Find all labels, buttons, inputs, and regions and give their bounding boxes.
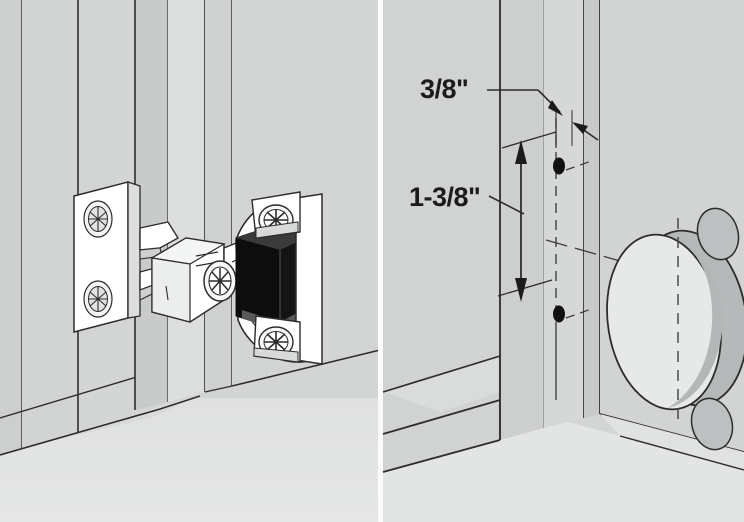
dimension-offset	[487, 89, 599, 146]
offset-arrowhead-left	[548, 100, 563, 116]
hinge-cup-side-facet	[236, 238, 280, 330]
dimension-label-spacing: 1-3/8"	[409, 182, 481, 212]
plate-screw-top	[83, 200, 113, 238]
stile-band	[544, 0, 584, 428]
adjustment-screw	[203, 260, 237, 302]
cabinet-side-panel	[0, 0, 22, 455]
door-screw-hole-top	[696, 207, 740, 261]
hinge-cup-bore	[606, 218, 744, 420]
hinge-cup-assembly	[235, 191, 323, 365]
door-bottom-return	[600, 414, 744, 470]
right-scene	[382, 0, 744, 522]
cup-mounting-plate	[295, 193, 323, 365]
offset-arrowhead-right	[572, 122, 588, 134]
hinge-arm-left-facet	[151, 257, 191, 323]
screw-hole-mark-top	[553, 157, 565, 175]
dimension-label-offset: 3/8"	[420, 74, 469, 104]
face-frame-rail	[22, 0, 78, 448]
spacing-arrowhead-top	[515, 140, 527, 164]
left-scene	[0, 0, 381, 522]
right-cabinet-side	[383, 0, 500, 472]
panel-divider	[378, 0, 383, 522]
mounting-plate	[73, 181, 179, 333]
dimension-spacing	[488, 131, 557, 302]
plate-upper-tab	[139, 221, 179, 251]
mounting-plate-thickness	[127, 181, 141, 319]
stile-gap	[584, 0, 600, 418]
door-screw-hole-bottom	[690, 397, 734, 451]
door-panel-edge	[205, 0, 232, 392]
plate-screw-bottom	[83, 280, 113, 318]
cabinet-stile-front-face	[168, 0, 205, 402]
spacing-arrowhead-bottom	[515, 278, 527, 302]
drilling-face	[500, 0, 544, 440]
bore-inner-shadow	[668, 236, 723, 408]
screw-hole-mark-bottom	[553, 305, 565, 323]
